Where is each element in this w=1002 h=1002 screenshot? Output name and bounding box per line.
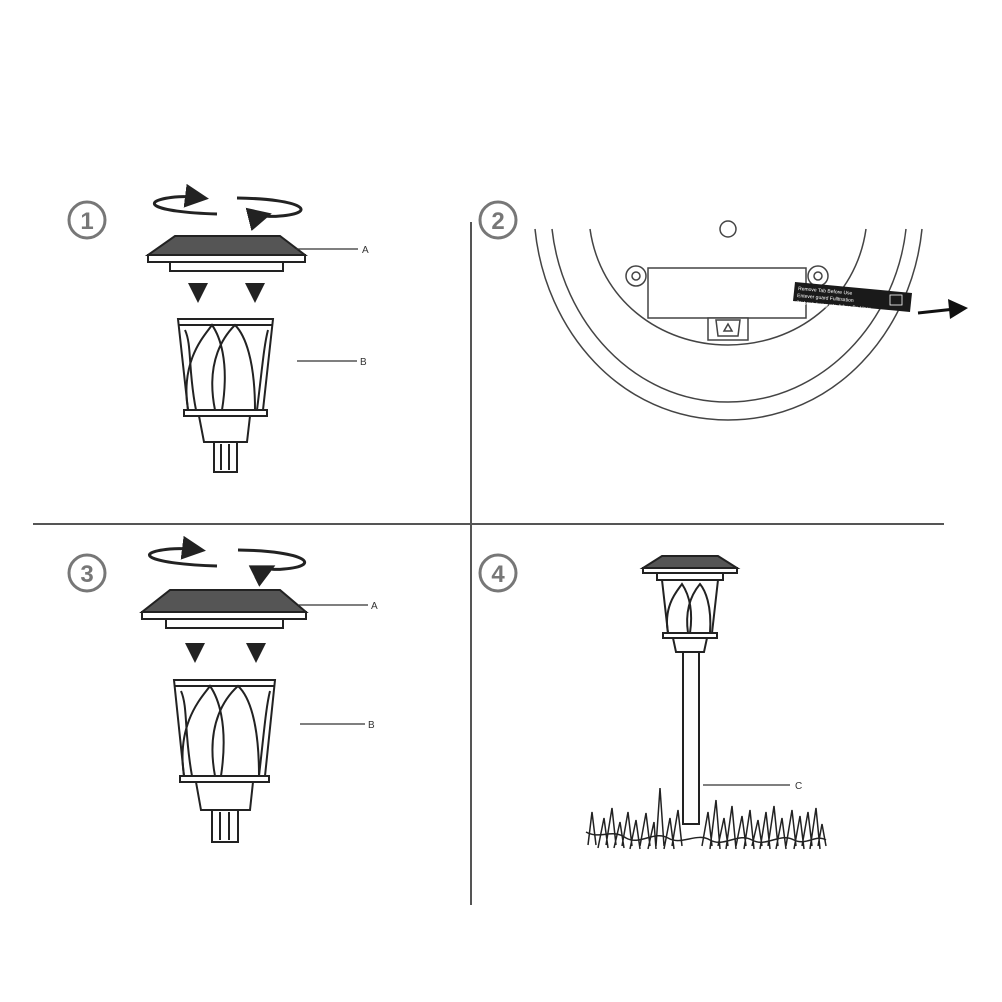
label-c: C	[795, 781, 802, 792]
pull-arrow-icon	[917, 299, 968, 319]
lamp-cap	[139, 589, 309, 629]
step-2-number: 2	[491, 208, 504, 235]
step-3-panel: 3 A	[67, 535, 378, 843]
step-3-number: 3	[80, 561, 93, 588]
step-3-badge: 3	[67, 553, 107, 593]
rotate-arrows-icon	[148, 535, 307, 587]
down-arrow-icon	[185, 643, 266, 663]
label-b: B	[368, 720, 375, 731]
label-c-callout: C	[703, 781, 802, 792]
lamp-body	[172, 679, 277, 843]
step-2-panel: 2 Remove Tab Before Use Entever guard Fu…	[478, 200, 968, 421]
lamp-body	[176, 318, 275, 473]
lamp-underside-view	[534, 220, 923, 421]
lamp-cap	[144, 235, 308, 272]
label-b-callout: B	[297, 357, 367, 368]
assembled-lamp	[639, 555, 741, 825]
tab-text-line-2: Entever guard Fulltisation	[797, 293, 854, 304]
step-1-panel: 1 A	[67, 183, 369, 473]
step-1-number: 1	[80, 208, 93, 235]
pull-tab: Remove Tab Before Use Entever guard Full…	[793, 282, 912, 313]
label-a: A	[371, 601, 378, 612]
step-4-number: 4	[491, 561, 505, 588]
step-4-panel: 4 C	[478, 553, 827, 850]
label-b-callout: B	[300, 720, 375, 731]
grass	[585, 787, 827, 850]
label-b: B	[360, 357, 367, 368]
label-a-callout: A	[296, 245, 369, 256]
step-1-badge: 1	[67, 200, 107, 240]
down-arrow-icon	[188, 283, 265, 303]
step-2-badge: 2	[478, 200, 518, 240]
rotate-arrows-icon	[152, 183, 303, 232]
step-4-badge: 4	[478, 553, 518, 593]
tab-text-line-1: Remove Tab Before Use	[798, 286, 853, 297]
label-a: A	[362, 245, 369, 256]
quadrant-dividers	[33, 222, 944, 905]
label-a-callout: A	[298, 601, 378, 612]
